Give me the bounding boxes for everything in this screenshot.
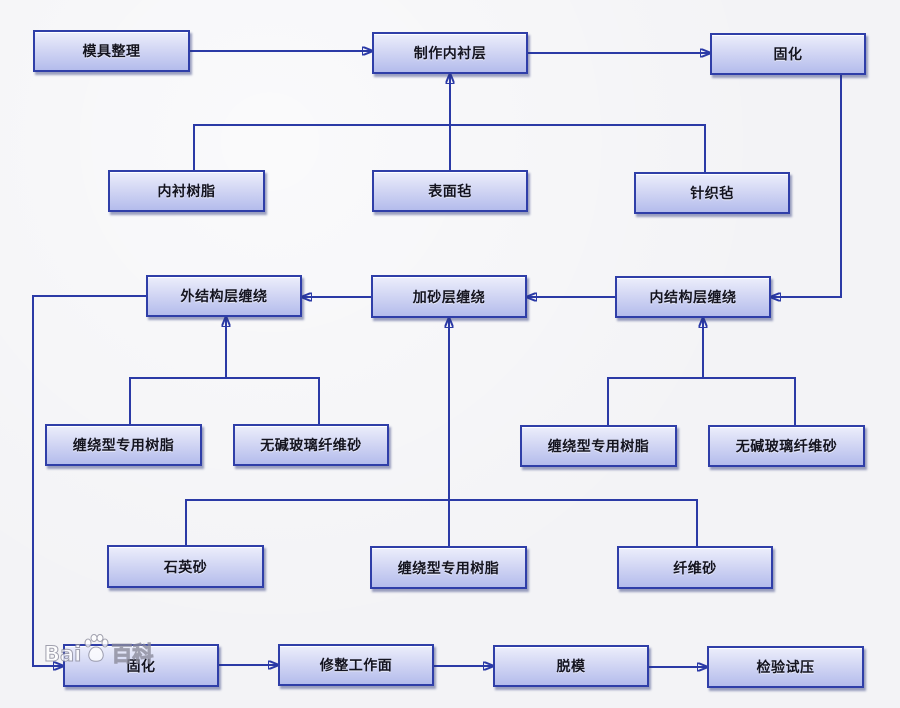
node-sand-layer-winding: 加砂层缠绕: [371, 275, 527, 318]
node-label: 外结构层缠绕: [180, 289, 268, 305]
node-label: 缠绕型专用树脂: [547, 439, 650, 455]
node-surface-mat: 表面毡: [372, 170, 528, 212]
node-outer-winding-resin: 缠绕型专用树脂: [45, 424, 202, 466]
node-sand-layer-resin: 缠绕型专用树脂: [370, 546, 527, 589]
node-cure-first: 固化: [710, 33, 866, 75]
node-inner-glass-fiber: 无碱玻璃纤维砂: [708, 425, 865, 467]
node-label: 加砂层缠绕: [412, 289, 486, 306]
node-quartz-sand: 石英砂: [107, 545, 264, 588]
node-liner-resin: 内衬树脂: [108, 170, 265, 212]
node-label: 检验试压: [756, 660, 815, 676]
node-fiber-sand: 纤维砂: [617, 546, 773, 589]
node-outer-structure-winding: 外结构层缠绕: [146, 275, 302, 317]
node-inspect-pressure-test: 检验试压: [707, 646, 864, 688]
node-outer-glass-fiber: 无碱玻璃纤维砂: [233, 424, 389, 466]
node-label: 模具整理: [82, 44, 141, 60]
node-trim-work-surface: 修整工作面: [278, 644, 434, 686]
node-label: 表面毡: [428, 184, 472, 200]
node-demold: 脱模: [493, 645, 649, 687]
node-label: 无碱玻璃纤维砂: [260, 438, 362, 454]
node-label: 修整工作面: [319, 658, 393, 674]
node-inner-winding-resin: 缠绕型专用树脂: [520, 425, 677, 467]
connector-outer-inputs-bus: [129, 377, 320, 424]
node-mold-preparation: 模具整理: [33, 30, 190, 72]
node-label: 缠绕型专用树脂: [397, 560, 500, 577]
connector-inner-inputs-bus: [607, 377, 796, 425]
node-cure-second: 固化: [63, 644, 219, 687]
arrow-outer-winding-to-cure: [32, 295, 146, 666]
node-label: 石英砂: [163, 559, 208, 576]
node-label: 制作内衬层: [413, 46, 487, 62]
connector-sand-inputs-bus: [185, 499, 698, 546]
node-label: 固化: [773, 47, 803, 63]
node-label: 内结构层缠绕: [649, 290, 737, 306]
node-inner-structure-winding: 内结构层缠绕: [615, 276, 771, 318]
node-label: 无碱玻璃纤维砂: [735, 439, 838, 455]
node-label: 内衬树脂: [157, 184, 216, 200]
node-knitted-mat: 针织毡: [634, 172, 790, 214]
node-label: 纤维砂: [673, 560, 717, 577]
node-label: 针织毡: [690, 186, 734, 202]
node-label: 缠绕型专用树脂: [72, 438, 175, 454]
node-make-liner: 制作内衬层: [372, 32, 528, 74]
node-label: 脱模: [556, 659, 586, 675]
connector-liner-inputs-bus: [193, 124, 706, 172]
node-label: 固化: [126, 658, 156, 675]
